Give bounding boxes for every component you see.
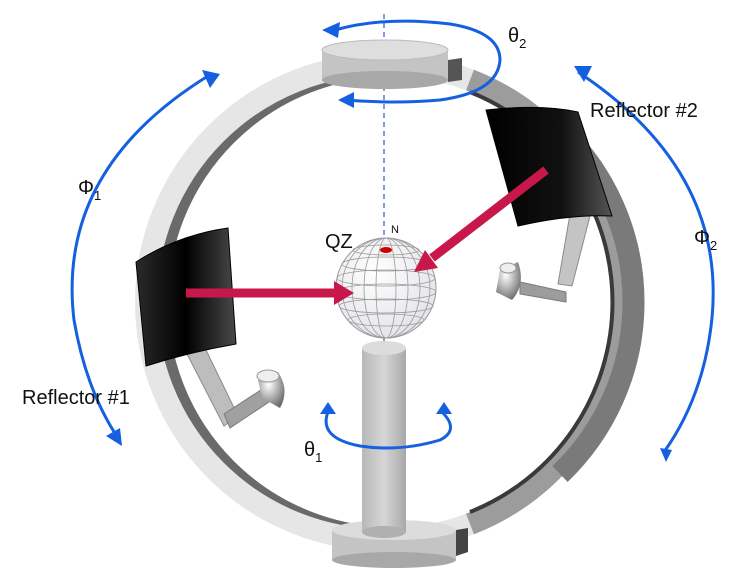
reflector-2	[485, 106, 613, 227]
phi1-rotation-arrow	[70, 74, 209, 439]
phi2-label: Φ2	[694, 227, 717, 253]
quiet-zone-sphere	[335, 237, 437, 339]
feed-arm-1	[185, 349, 285, 429]
support-post	[362, 341, 406, 538]
phi1-sub: 1	[94, 188, 101, 203]
phi2-rotation-arrow	[577, 70, 715, 453]
north-label: N	[391, 224, 399, 236]
theta1-symbol: θ	[304, 439, 315, 461]
beam-1	[186, 281, 354, 305]
reflector1-label: Reflector #1	[22, 387, 130, 409]
theta2-rotation-arrow	[334, 19, 502, 104]
qz-label: QZ	[325, 231, 353, 253]
phi2-sub: 2	[710, 238, 717, 253]
phi1-label: Φ1	[78, 177, 101, 203]
north-pole-marker	[380, 247, 392, 253]
theta2-sub: 2	[519, 36, 526, 51]
reflector2-label: Reflector #2	[590, 100, 698, 122]
feed-arm-2	[496, 213, 591, 303]
top-bearing	[321, 39, 462, 89]
theta1-rotation-arrow	[324, 410, 452, 450]
theta2-symbol: θ	[508, 25, 519, 47]
theta1-label: θ1	[304, 439, 322, 465]
theta1-sub: 1	[315, 450, 322, 465]
theta2-label: θ2	[508, 25, 526, 51]
beam-2	[414, 166, 549, 272]
phi2-symbol: Φ	[694, 227, 710, 249]
phi1-symbol: Φ	[78, 177, 94, 199]
